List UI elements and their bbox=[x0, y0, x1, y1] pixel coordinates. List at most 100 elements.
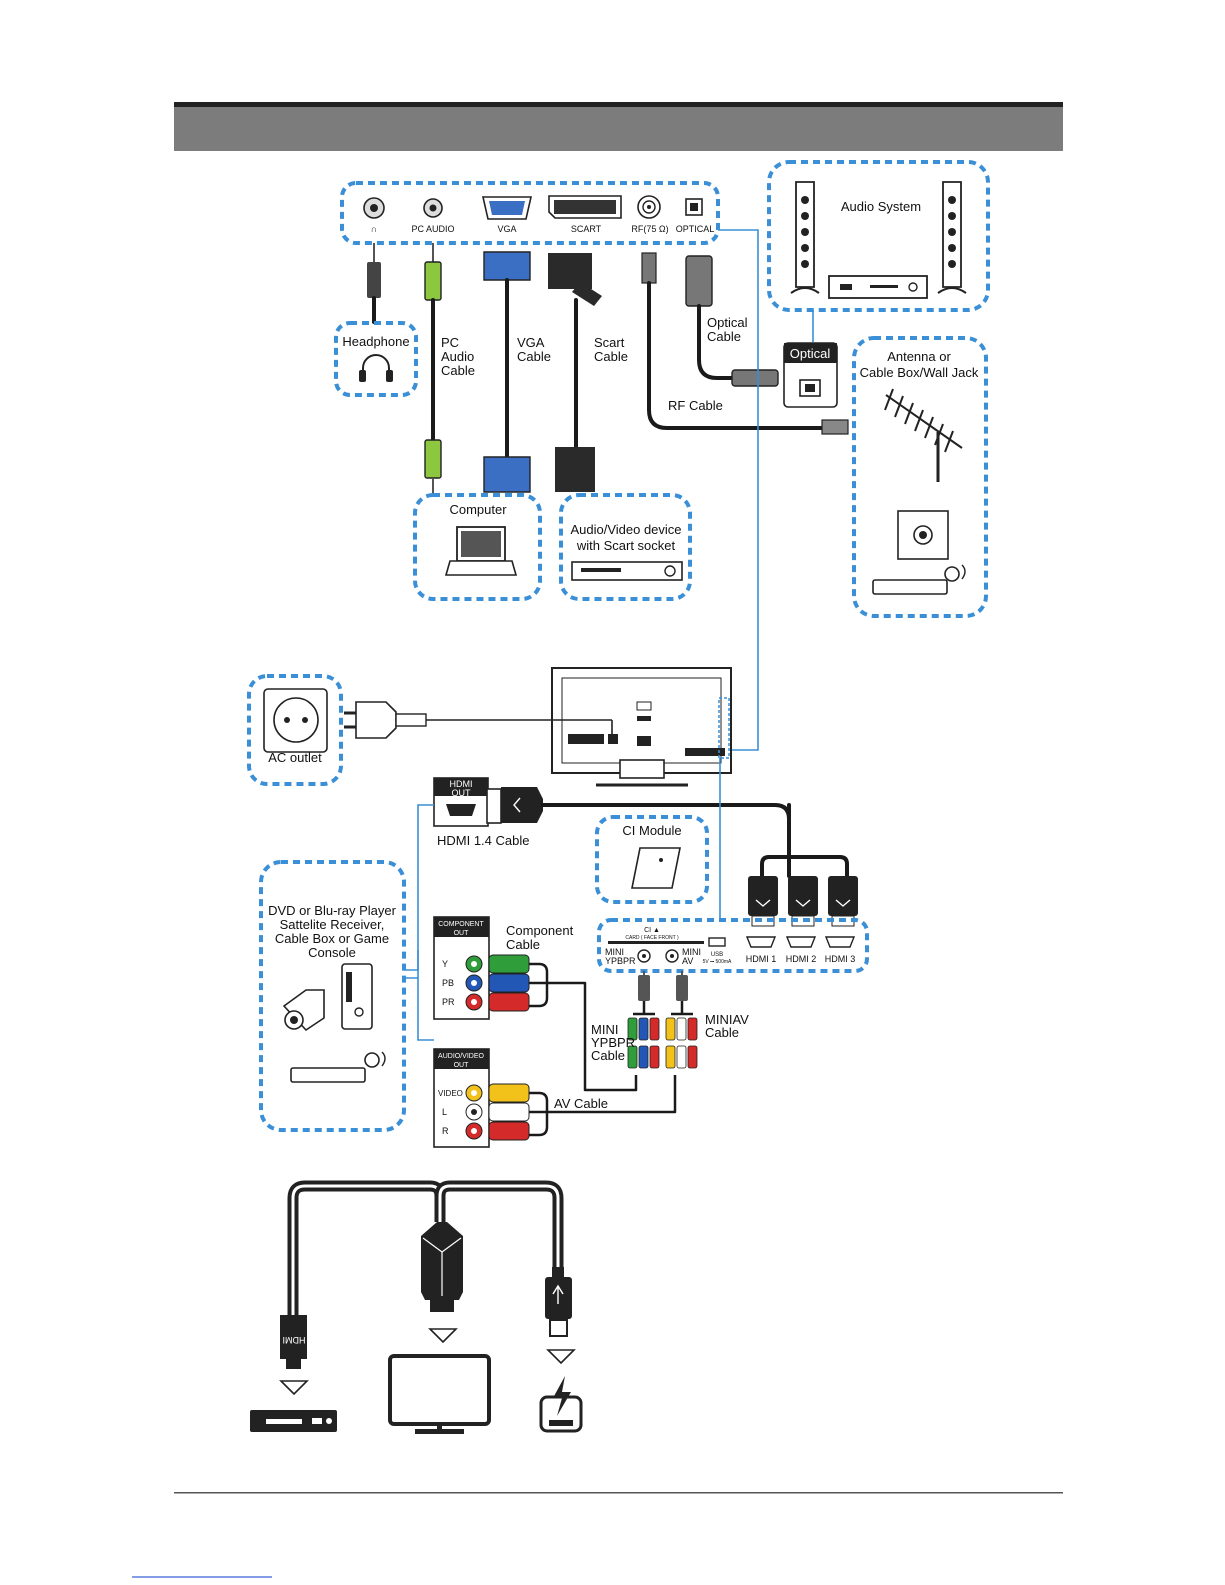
dvd-player-box bbox=[259, 860, 406, 1132]
mini-av-port-label-2: AV bbox=[682, 956, 693, 966]
component-pb-label: PB bbox=[442, 978, 454, 988]
av-device-label-1: Audio/Video device bbox=[570, 522, 681, 537]
usb-plug-bottom bbox=[545, 1267, 572, 1337]
mini-ypbpr-cable-label-2: YPBPR bbox=[591, 1035, 635, 1050]
header-top-rule bbox=[174, 102, 1063, 107]
rf-port: RF(75 Ω) bbox=[631, 195, 669, 234]
mini-av-cable bbox=[665, 971, 698, 1069]
tv-monitor-icon bbox=[388, 1354, 491, 1434]
pc-audio-cable bbox=[424, 243, 442, 495]
ci-slot-sub: CARD ( FACE FRONT ) bbox=[625, 935, 679, 941]
vga-cable-label-1: VGA bbox=[517, 335, 545, 350]
side-port-panel bbox=[597, 918, 869, 973]
ci-card-icon bbox=[631, 847, 681, 889]
computer-label: Computer bbox=[449, 502, 507, 517]
ac-outlet-box bbox=[247, 674, 343, 786]
hdmi-plug-bottom: HDMI bbox=[280, 1315, 307, 1369]
combo-cable bbox=[287, 1180, 564, 1315]
mini-ypbpr-port-label-2: YPBPR bbox=[605, 956, 636, 966]
usb-port-label: USB bbox=[711, 952, 723, 958]
panel-to-tv-link bbox=[718, 229, 759, 751]
vga-port: VGA bbox=[481, 196, 533, 234]
ac-outlet-label: AC outlet bbox=[268, 750, 322, 765]
hdmi1-label: HDMI 1 bbox=[746, 954, 777, 964]
headphone-cable bbox=[367, 243, 381, 324]
scart-port-label: SCART bbox=[571, 224, 602, 234]
scart-cable-label-2: Cable bbox=[594, 349, 628, 364]
hdmi2-label: HDMI 2 bbox=[786, 954, 817, 964]
miniav-cable-label-2: Cable bbox=[705, 1025, 739, 1040]
av-receiver-icon bbox=[828, 275, 928, 299]
component-cable-label-2: Cable bbox=[506, 937, 540, 952]
mini-ypbpr-cable-label-3: Cable bbox=[591, 1048, 625, 1063]
optical-device-label: Optical bbox=[790, 346, 831, 361]
antenna-icon bbox=[884, 388, 963, 482]
component-pr-label: PR bbox=[442, 997, 455, 1007]
game-console-icon bbox=[341, 963, 373, 1030]
receiver-icon bbox=[290, 1051, 386, 1083]
optical-port-label: OPTICAL bbox=[676, 224, 715, 234]
ci-slot-label: CI ▲ bbox=[644, 927, 660, 934]
dvd-label-2: Sattelite Receiver, bbox=[280, 917, 385, 932]
ac-outlet-icon bbox=[263, 688, 328, 753]
av-device-label-2: with Scart socket bbox=[576, 538, 676, 553]
mini-av-port-label-1: MINI bbox=[682, 947, 701, 957]
av-cable bbox=[488, 1075, 677, 1141]
optical-cable bbox=[685, 255, 779, 387]
right-speaker-icon bbox=[937, 181, 967, 294]
headphone-icon bbox=[359, 354, 393, 382]
usb-power-icon bbox=[539, 1376, 583, 1433]
dvd-to-hdmi-link bbox=[404, 804, 434, 971]
av-device-box bbox=[559, 493, 692, 601]
down-arrow-icons bbox=[279, 1328, 576, 1396]
wall-jack-icon bbox=[897, 510, 949, 560]
dvd-to-av-link bbox=[404, 977, 434, 1041]
component-y-label: Y bbox=[442, 959, 448, 969]
mini-ypbpr-cable bbox=[627, 971, 660, 1069]
av-r-label: R bbox=[442, 1126, 449, 1136]
left-speaker-icon bbox=[790, 181, 820, 294]
tv-back-icon bbox=[551, 667, 732, 787]
main-connector-plug bbox=[421, 1222, 463, 1312]
dvd-recorder-icon bbox=[571, 561, 683, 581]
antenna-label-2: Cable Box/Wall Jack bbox=[860, 365, 979, 380]
optical-cable-label-2: Cable bbox=[707, 329, 741, 344]
pc-audio-cable-label-3: Cable bbox=[441, 363, 475, 378]
dvd-label-3: Cable Box or Game bbox=[275, 931, 389, 946]
antenna-box bbox=[852, 336, 988, 618]
hdmi-ports bbox=[745, 936, 856, 948]
hdmi-out-port: HDMI OUT bbox=[433, 777, 489, 827]
dvd-label-1: DVD or Blu-ray Player bbox=[268, 903, 397, 918]
pc-audio-port: PC AUDIO bbox=[411, 198, 455, 234]
ci-module-box bbox=[595, 815, 709, 904]
headphone-port: ∩ bbox=[363, 197, 385, 234]
component-cable-label-1: Component bbox=[506, 923, 574, 938]
rf-cable-label: RF Cable bbox=[668, 398, 723, 413]
optical-cable-label-1: Optical bbox=[707, 315, 748, 330]
footer-rule bbox=[174, 1492, 1063, 1494]
hdmi-plug-text: HDMI bbox=[283, 1335, 306, 1345]
pc-audio-cable-label-1: PC bbox=[441, 335, 459, 350]
audio-system-label: Audio System bbox=[841, 199, 921, 214]
vga-port-label: VGA bbox=[497, 224, 516, 234]
rf-cable bbox=[641, 252, 849, 435]
dvd-label-4: Console bbox=[308, 945, 356, 960]
hdmi-plug-icon bbox=[748, 803, 858, 927]
pc-audio-cable-label-2: Audio bbox=[441, 349, 474, 364]
vga-cable-label-2: Cable bbox=[517, 349, 551, 364]
av-cable-label: AV Cable bbox=[554, 1096, 608, 1111]
component-cable bbox=[488, 954, 638, 1092]
tv-side-port-highlight bbox=[718, 697, 730, 759]
av-out-title-2: OUT bbox=[454, 1062, 470, 1069]
headphone-label: Headphone bbox=[342, 334, 409, 349]
component-out-title-1: COMPONENT bbox=[438, 921, 484, 928]
mini-ypbpr-port-label-1: MINI bbox=[605, 947, 624, 957]
vga-cable bbox=[483, 251, 531, 493]
audio-system-box bbox=[767, 160, 990, 312]
back-port-panel bbox=[340, 181, 720, 245]
av-out-title-1: AUDIO/VIDEO bbox=[438, 1053, 484, 1060]
av-out-panel: AUDIO/VIDEO OUT VIDEO L R bbox=[433, 1048, 490, 1148]
headphone-port-label: ∩ bbox=[371, 224, 377, 234]
usb-port-rating: 5V ⎓ 500mA bbox=[703, 959, 732, 965]
